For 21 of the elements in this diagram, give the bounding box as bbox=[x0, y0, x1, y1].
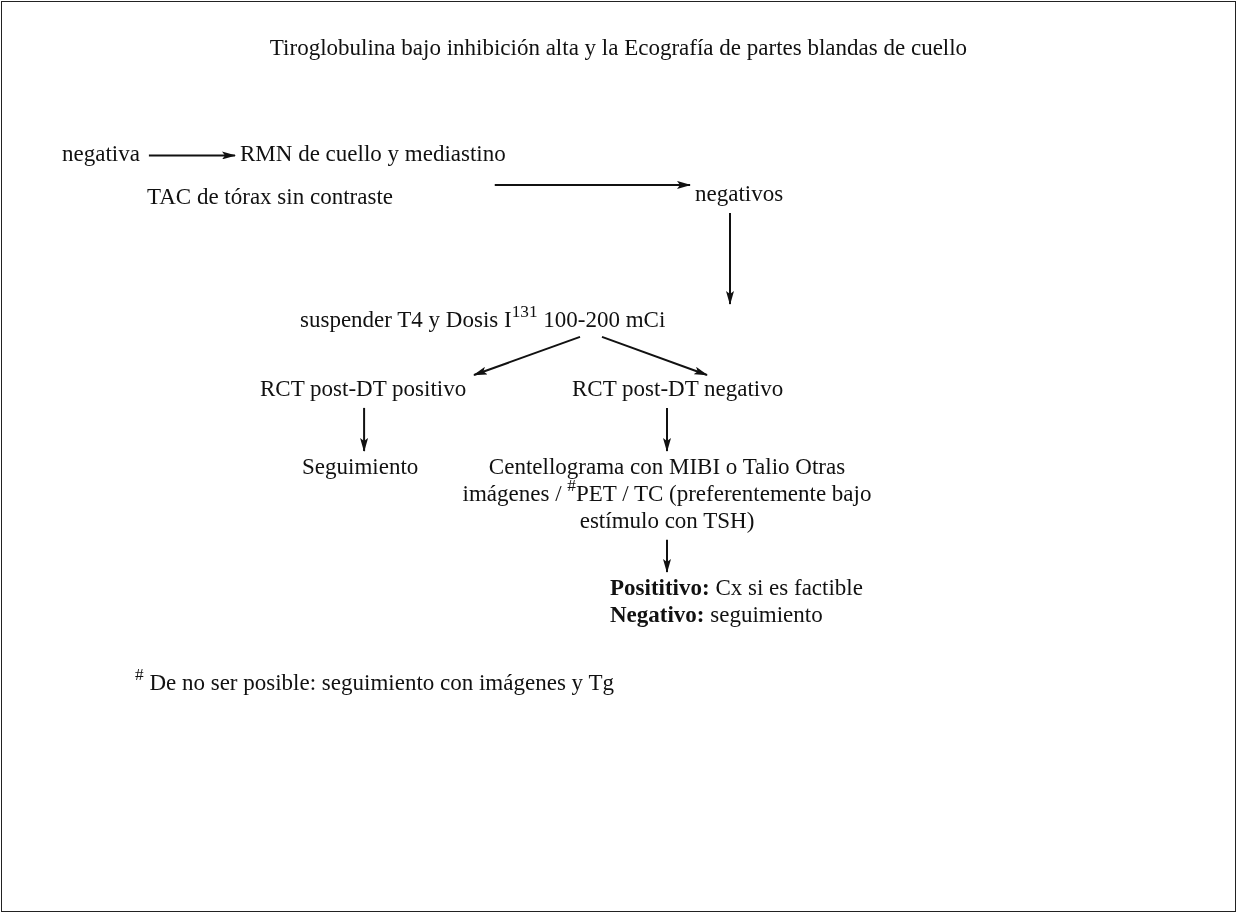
arrow bbox=[360, 406, 369, 452]
node-text: RMN de cuello y mediastino bbox=[240, 141, 506, 168]
arrow bbox=[601, 335, 708, 376]
node-text: TAC de tórax sin contraste bbox=[147, 184, 393, 211]
node-text: Posititivo: Cx si es factible bbox=[610, 575, 863, 602]
node-text: negativa bbox=[62, 141, 140, 168]
node-text: negativos bbox=[695, 181, 784, 208]
node-text: Negativo: seguimiento bbox=[610, 601, 824, 629]
arrow bbox=[726, 211, 734, 305]
node-text: suspender T4 y Dosis I$^{131}$ 100-200 mCi bbox=[300, 307, 667, 334]
node-text: Centellograma con MIBI o Talio Otras imágenes / $^{#}$PET / TC (preferentemente bajo estímulo con TSH) bbox=[461, 454, 873, 535]
footnote: $^{#}$ De no ser posible: seguimiento con imágenes y Tg bbox=[135, 670, 614, 696]
node-text: Seguimiento bbox=[302, 454, 419, 481]
diagram-title: Tiroglobulina bajo inhibición alta y la Ecografía de partes blandas de cuello bbox=[268, 35, 969, 61]
node-text: RCT post-DT negativo bbox=[572, 376, 784, 403]
arrow bbox=[663, 538, 671, 573]
arrow bbox=[147, 151, 236, 160]
arrow bbox=[473, 335, 581, 376]
node-text: RCT post-DT positivo bbox=[260, 376, 467, 403]
arrow bbox=[493, 180, 691, 189]
arrow bbox=[663, 406, 671, 452]
